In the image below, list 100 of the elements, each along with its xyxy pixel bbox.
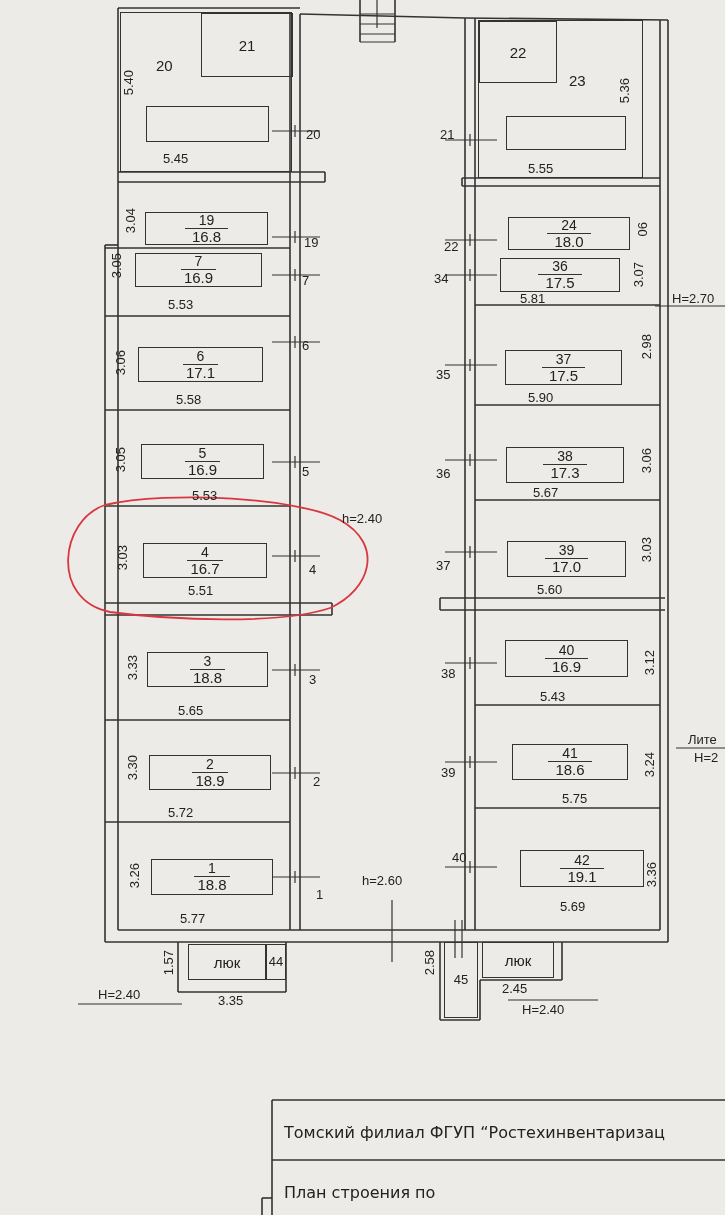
room-area: 18.6 [555,762,585,778]
room-number: 36 [538,259,582,275]
room-number: люк [212,955,242,971]
dimension-label: 5.77 [180,912,206,926]
room-area: 17.5 [545,275,575,291]
door-number: 35 [436,368,451,382]
room-number: люк [503,953,533,969]
door-number: 36 [436,467,451,481]
door-number: 22 [444,240,459,254]
door-number: 2 [313,775,321,789]
storage-area-frame [500,258,620,292]
dimension-label: 3.05 [114,447,128,473]
room-area: 16.7 [190,560,220,577]
room-number: 5 [184,445,221,462]
storage-area-frame [505,350,622,385]
dimension-label: 2.58 [423,950,437,976]
height-label: h=2.60 [362,874,403,888]
door-number: 7 [302,274,310,288]
room-area: 16.9 [183,270,214,286]
dimension-label: 5.58 [176,393,202,407]
dimension-label: 3.06 [114,350,128,376]
room-number: 19 [184,212,229,229]
room-number: 3 [189,653,226,670]
storage-area-frame [520,850,644,887]
storage-area-frame [135,253,262,287]
dimension-label: 3.03 [640,537,654,563]
room-number: 40 [544,642,589,659]
storage-area-frame [151,859,273,895]
dimension-label: 5.75 [562,792,588,806]
room-number: 23 [569,73,586,89]
fixture-box [506,116,626,150]
storage-area-frame [147,652,268,687]
storage-area-frame [143,543,267,578]
room-area: 17.5 [548,367,579,384]
dimension-label: 5.69 [560,900,586,914]
room-area: 17.3 [550,465,580,481]
dimension-label: 1.57 [162,950,176,976]
room-area: 18.9 [195,772,225,789]
dimension-label: 5.45 [163,152,189,166]
room-number: 44 [267,955,285,969]
door-number: 21 [440,128,455,142]
dimension-label: 5.67 [533,486,559,500]
dimension-label: 3.06 [640,448,654,474]
dimension-label: 5.72 [168,806,194,820]
room-outline [444,942,478,1018]
room-number: 1 [194,861,230,877]
dimension-label: 5.51 [188,584,214,598]
door-number: 19 [304,236,319,250]
room-area: 17.1 [185,364,216,381]
room-area: 16.9 [187,461,218,478]
storage-area-frame [506,447,624,483]
height-label: H=2 [694,751,719,765]
room-number: 39 [544,543,589,559]
door-number: 1 [316,888,324,902]
height-label: h=2.40 [342,512,383,526]
height-label: H=2.70 [672,292,715,306]
room-number: 6 [182,348,219,365]
storage-area-frame [141,444,264,479]
storage-area-frame [138,347,263,382]
door-number: 4 [309,563,317,577]
door-number: 6 [302,339,310,353]
height-label: H=2.40 [98,988,141,1002]
room-outline [201,13,293,77]
door-number: 34 [434,272,449,286]
fixture-box [146,106,269,142]
dimension-label: 5.53 [168,298,194,312]
room-number: 24 [547,217,591,234]
door-number: 5 [302,465,310,479]
dimension-label: 2.45 [502,982,528,996]
storage-area-frame [507,541,626,577]
height-label: H=2.40 [522,1003,565,1017]
dimension-label: 3.24 [643,752,657,778]
dimension-label: 3.35 [218,994,244,1008]
room-area: 19.1 [567,868,597,885]
door-number: 38 [441,667,456,681]
room-area: 18.8 [192,669,223,686]
door-number: 20 [306,128,321,142]
storage-area-frame [505,640,628,677]
dimension-label: 3.36 [645,862,659,888]
room-number: 2 [192,756,228,773]
room-number: 22 [508,45,528,61]
room-number: 42 [560,852,604,869]
dimension-label: 5.65 [178,704,204,718]
room-area: 18.0 [554,233,584,250]
room-area: 16.9 [551,658,582,675]
dimension-label: 5.81 [520,292,546,306]
dimension-label: 3.03 [116,545,130,571]
dimension-label: 5.55 [528,162,554,176]
dimension-label: 3.07 [632,262,646,288]
room-number: 38 [543,449,587,465]
dimension-label: 3.12 [643,650,657,676]
dimension-label: 3.26 [128,863,142,889]
door-number: 37 [436,559,451,573]
dimension-label: 5.60 [537,583,563,597]
room-number: 20 [156,58,173,74]
room-outline [188,944,266,980]
dimension-label: 5.90 [528,391,554,405]
room-number: 4 [187,544,223,561]
room-number: 45 [452,973,470,987]
storage-area-frame [145,212,268,245]
